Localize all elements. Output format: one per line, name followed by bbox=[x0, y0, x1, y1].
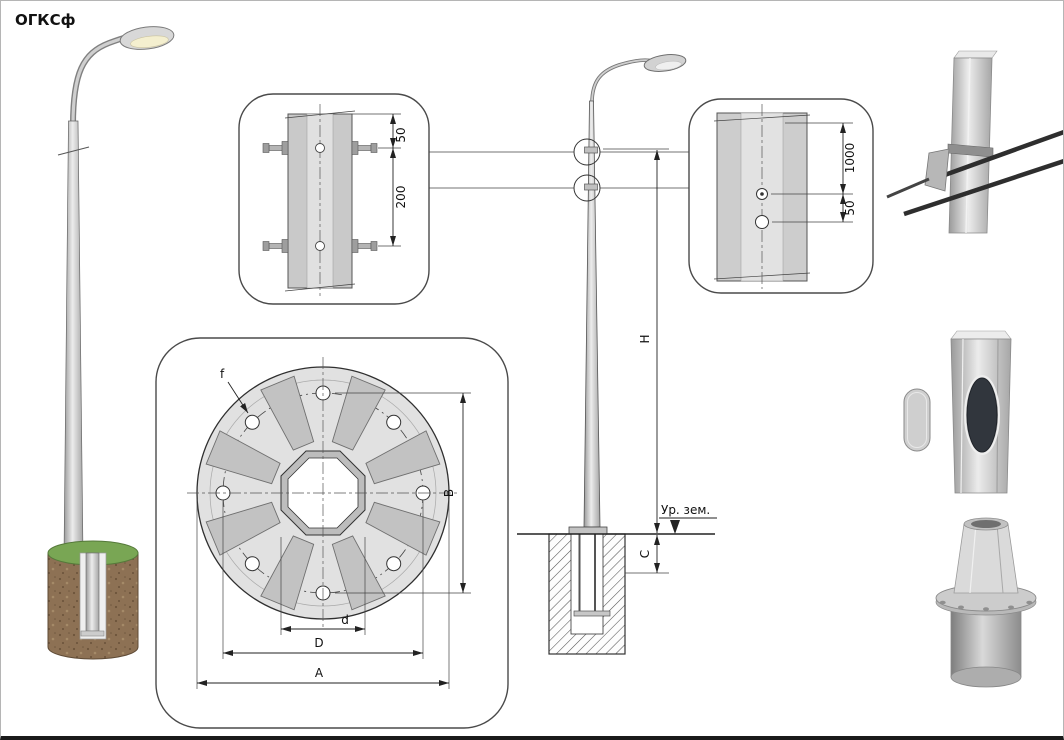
anchor-plate bbox=[573, 610, 611, 617]
cable-mount-detail-callout: 1000 50 bbox=[688, 98, 874, 294]
flange-bolt bbox=[1008, 605, 1014, 610]
dim-label-H: H bbox=[638, 334, 652, 343]
gusset-rib bbox=[331, 375, 386, 451]
pole-elevation: Ур. зем. H C bbox=[429, 54, 717, 655]
pole-shaft bbox=[63, 120, 84, 558]
door-cover bbox=[903, 388, 931, 452]
hole-leader bbox=[227, 381, 249, 414]
cable-clamp-render bbox=[886, 50, 1063, 234]
dim-label-D: D bbox=[314, 636, 323, 650]
pole-3d-render bbox=[47, 26, 175, 660]
lamp-head bbox=[643, 54, 687, 72]
flange-bolt bbox=[939, 600, 946, 605]
cable bbox=[927, 129, 1063, 184]
cable bbox=[903, 158, 1063, 217]
wedge-clamp bbox=[924, 148, 950, 192]
socket-opening bbox=[971, 520, 1001, 528]
ground-level-arrow bbox=[670, 520, 680, 534]
break-mark bbox=[57, 146, 90, 156]
dim-label-B: B bbox=[442, 489, 456, 497]
dim-label-C: C bbox=[638, 550, 652, 558]
dim-label-50: 50 bbox=[843, 200, 857, 215]
dim-label-A: A bbox=[315, 666, 324, 680]
flange-base-render bbox=[935, 517, 1037, 688]
anchor-pocket bbox=[570, 533, 604, 635]
base-flange bbox=[568, 526, 608, 535]
flange-plan-callout: f B d D A bbox=[155, 337, 509, 729]
upper-clamp bbox=[584, 146, 598, 154]
clamp-bolts bbox=[262, 141, 378, 155]
flange-bolt bbox=[983, 607, 989, 611]
dim-label-50: 50 bbox=[394, 127, 408, 142]
lamp-head bbox=[119, 26, 175, 50]
mount-hole bbox=[755, 215, 769, 229]
hatch-opening bbox=[966, 377, 998, 453]
lower-clamp bbox=[584, 183, 598, 191]
flange-bolt bbox=[1026, 600, 1033, 605]
dim-label-200: 200 bbox=[394, 186, 408, 209]
drawing-title: ОГКСф bbox=[15, 11, 76, 29]
dim-label-1000: 1000 bbox=[843, 143, 857, 174]
flange-bolt bbox=[958, 605, 964, 610]
dim-label-d: d bbox=[341, 613, 349, 627]
tapered-socket bbox=[953, 523, 1019, 594]
hole-diameter-label: f bbox=[220, 367, 225, 381]
embedded-pole bbox=[85, 552, 100, 632]
access-door-render bbox=[903, 330, 1012, 494]
clamp-detail-callout: 50 200 bbox=[238, 93, 430, 305]
ground-level-label: Ур. зем. bbox=[661, 503, 710, 517]
